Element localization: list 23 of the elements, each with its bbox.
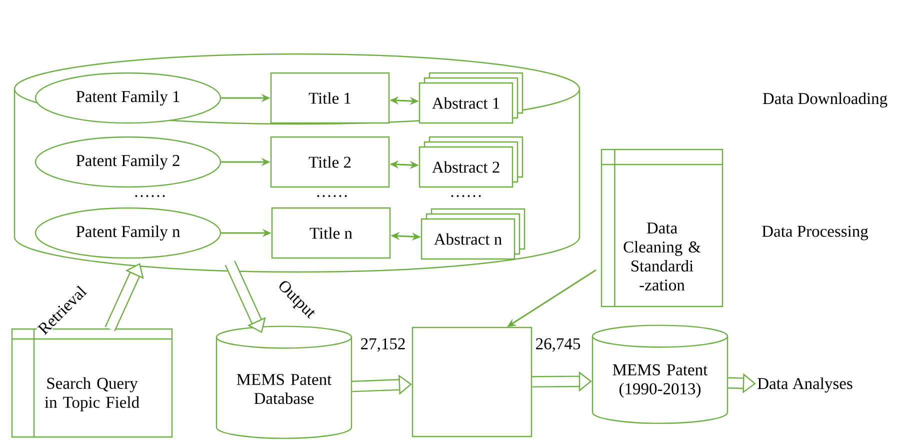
document-stack: Abstract 1 — [418, 72, 524, 124]
ellipse-node: Patent Family n — [34, 207, 222, 259]
database-cylinder: MEMS Patent (1990-2013) — [592, 324, 728, 424]
process-box: Title 2 — [270, 136, 390, 188]
ellipse-node: Patent Family 1 — [34, 72, 222, 124]
edge-label: 26,745 — [534, 337, 582, 353]
process-box: Title 1 — [270, 72, 390, 124]
process-box: Title n — [271, 207, 391, 259]
block-arrow — [224, 260, 266, 333]
process-box — [412, 326, 532, 438]
document-stack: Abstract 2 — [418, 136, 524, 188]
output-text: Data Analyses — [758, 378, 852, 392]
document-stack: Abstract n — [420, 208, 526, 260]
block-arrow — [104, 263, 144, 332]
data-store-box: Data Cleaning & Standardi -zation — [600, 148, 724, 308]
edge-label: 27,152 — [359, 337, 407, 353]
ellipsis: …… — [451, 195, 481, 197]
stage-label: Data Processing — [762, 226, 868, 240]
ellipsis: …… — [135, 195, 165, 197]
stage-label: Data Downloading — [762, 92, 888, 108]
ellipsis: …… — [317, 195, 347, 197]
ellipse-node: Patent Family 2 — [34, 136, 222, 188]
database-cylinder: MEMS Patent Database — [216, 326, 352, 439]
